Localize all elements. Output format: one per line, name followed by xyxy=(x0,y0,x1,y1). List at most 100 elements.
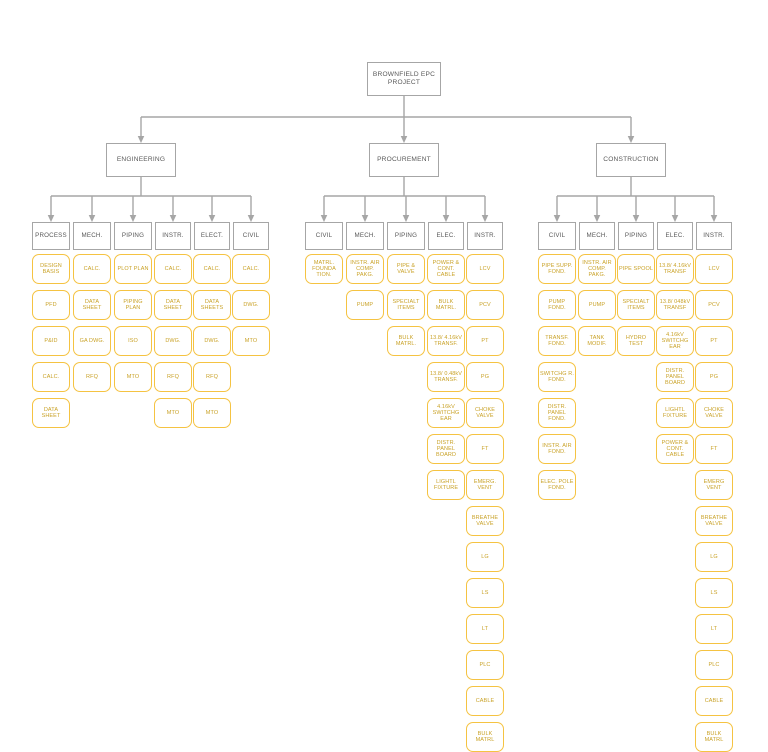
leaf-node-procurement-mech-pump[interactable]: PUMP xyxy=(346,290,384,320)
leaf-node-procurement-instr-lcv[interactable]: LCV xyxy=(466,254,504,284)
discipline-node-procurement-mech[interactable]: MECH. xyxy=(346,222,384,250)
leaf-node-construction-instr-cable[interactable]: CABLE xyxy=(695,686,733,716)
leaf-node-engineering-elect-rfq[interactable]: RFQ xyxy=(193,362,231,392)
leaf-node-procurement-instr-choke-valve[interactable]: CHOKE VALVE xyxy=(466,398,504,428)
leaf-node-procurement-piping-specialt-items[interactable]: SPECIALT ITEMS xyxy=(387,290,425,320)
leaf-node-engineering-elect-mto[interactable]: MTO xyxy=(193,398,231,428)
leaf-node-engineering-process-data-sheet[interactable]: DATA SHEET xyxy=(32,398,70,428)
leaf-node-engineering-piping-iso[interactable]: ISO xyxy=(114,326,152,356)
leaf-node-construction-instr-lg[interactable]: LG xyxy=(695,542,733,572)
leaf-node-construction-civil-pipe-supp-fond[interactable]: PIPE SUPP. FOND. xyxy=(538,254,576,284)
leaf-node-construction-civil-elec-pole-fond[interactable]: ELEC. POLE FOND. xyxy=(538,470,576,500)
leaf-node-procurement-elec-4-16kv-switchg-ear[interactable]: 4.16kV SWITCHG EAR xyxy=(427,398,465,428)
leaf-node-construction-civil-instr-air-fond[interactable]: INSTR. AIR FOND. xyxy=(538,434,576,464)
leaf-node-construction-mech-pump[interactable]: PUMP xyxy=(578,290,616,320)
branch-node-construction[interactable]: CONSTRUCTION xyxy=(596,143,666,177)
leaf-node-construction-elec-distr-panel-board[interactable]: DISTR. PANEL BOARD xyxy=(656,362,694,392)
leaf-node-procurement-instr-lg[interactable]: LG xyxy=(466,542,504,572)
leaf-node-engineering-process-p-id[interactable]: P&ID xyxy=(32,326,70,356)
leaf-node-procurement-instr-plc[interactable]: PLC xyxy=(466,650,504,680)
discipline-node-procurement-piping[interactable]: PIPING xyxy=(387,222,425,250)
discipline-node-construction-mech[interactable]: MECH. xyxy=(579,222,615,250)
discipline-node-procurement-elec[interactable]: ELEC. xyxy=(428,222,464,250)
leaf-node-engineering-piping-plot-plan[interactable]: PLOT PLAN xyxy=(114,254,152,284)
leaf-node-construction-piping-pipe-spool[interactable]: PIPE SPOOL xyxy=(617,254,655,284)
leaf-node-construction-instr-breathe-valve[interactable]: BREATHE VALVE xyxy=(695,506,733,536)
leaf-node-procurement-piping-pipe-valve[interactable]: PIPE & VALVE xyxy=(387,254,425,284)
leaf-node-engineering-instr-rfq[interactable]: RFQ xyxy=(154,362,192,392)
leaf-node-engineering-instr-dwg[interactable]: DWG. xyxy=(154,326,192,356)
leaf-node-engineering-instr-calc[interactable]: CALC. xyxy=(154,254,192,284)
leaf-node-engineering-process-calc[interactable]: CALC. xyxy=(32,362,70,392)
leaf-node-procurement-elec-bulk-matrl[interactable]: BULK MATRL. xyxy=(427,290,465,320)
discipline-node-construction-piping[interactable]: PIPING xyxy=(618,222,654,250)
leaf-node-procurement-instr-pcv[interactable]: PCV xyxy=(466,290,504,320)
leaf-node-construction-civil-pump-fond[interactable]: PUMP FOND. xyxy=(538,290,576,320)
leaf-node-procurement-instr-emerg-vent[interactable]: EMERG. VENT xyxy=(466,470,504,500)
leaf-node-construction-instr-ft[interactable]: FT xyxy=(695,434,733,464)
leaf-node-procurement-mech-instr-air-comp-pakg[interactable]: INSTR. AIR COMP. PAKG. xyxy=(346,254,384,284)
leaf-node-engineering-civil-calc[interactable]: CALC. xyxy=(232,254,270,284)
discipline-node-engineering-piping[interactable]: PIPING xyxy=(114,222,152,250)
leaf-node-construction-instr-plc[interactable]: PLC xyxy=(695,650,733,680)
discipline-node-engineering-instr[interactable]: INSTR. xyxy=(155,222,191,250)
leaf-node-procurement-instr-ft[interactable]: FT xyxy=(466,434,504,464)
discipline-node-procurement-instr[interactable]: INSTR. xyxy=(467,222,503,250)
leaf-node-engineering-instr-mto[interactable]: MTO xyxy=(154,398,192,428)
leaf-node-engineering-process-design-basis[interactable]: DESIGN BASIS xyxy=(32,254,70,284)
leaf-node-construction-elec-13-8-048kv-transf[interactable]: 13.8/ 048kV TRANSF xyxy=(656,290,694,320)
leaf-node-procurement-elec-13-8-0-48kv-transf[interactable]: 13.8/ 0.48kV TRANSF. xyxy=(427,362,465,392)
leaf-node-procurement-instr-lt[interactable]: LT xyxy=(466,614,504,644)
root-node[interactable]: BROWNFIELD EPC PROJECT xyxy=(367,62,441,96)
discipline-node-construction-elec[interactable]: ELEC. xyxy=(657,222,693,250)
leaf-node-construction-instr-ls[interactable]: LS xyxy=(695,578,733,608)
discipline-node-engineering-civil[interactable]: CIVIL xyxy=(233,222,269,250)
discipline-node-engineering-elect[interactable]: ELECT. xyxy=(194,222,230,250)
leaf-node-construction-piping-hydro-test[interactable]: HYDRO TEST xyxy=(617,326,655,356)
leaf-node-construction-civil-distr-panel-fond[interactable]: DISTR. PANEL FOND. xyxy=(538,398,576,428)
leaf-node-engineering-mech-data-sheet[interactable]: DATA SHEET xyxy=(73,290,111,320)
leaf-node-procurement-instr-breathe-valve[interactable]: BREATHE VALVE xyxy=(466,506,504,536)
discipline-node-construction-instr[interactable]: INSTR. xyxy=(696,222,732,250)
leaf-node-construction-elec-power-cont-cable[interactable]: POWER & CONT. CABLE xyxy=(656,434,694,464)
leaf-node-engineering-civil-dwg[interactable]: DWG. xyxy=(232,290,270,320)
discipline-node-engineering-process[interactable]: PROCESS xyxy=(32,222,70,250)
leaf-node-construction-piping-specialt-items[interactable]: SPECIALT ITEMS xyxy=(617,290,655,320)
leaf-node-construction-instr-pg[interactable]: PG xyxy=(695,362,733,392)
leaf-node-construction-instr-lt[interactable]: LT xyxy=(695,614,733,644)
leaf-node-procurement-instr-ls[interactable]: LS xyxy=(466,578,504,608)
leaf-node-construction-instr-pt[interactable]: PT xyxy=(695,326,733,356)
leaf-node-engineering-mech-rfq[interactable]: RFQ xyxy=(73,362,111,392)
leaf-node-construction-elec-lightl-fixture[interactable]: LIGHTL FIXTURE xyxy=(656,398,694,428)
discipline-node-engineering-mech[interactable]: MECH. xyxy=(73,222,111,250)
leaf-node-engineering-mech-calc[interactable]: CALC. xyxy=(73,254,111,284)
leaf-node-construction-elec-13-8-4-16kv-transf[interactable]: 13.8/ 4.16kV TRANSF xyxy=(656,254,694,284)
leaf-node-construction-instr-lcv[interactable]: LCV xyxy=(695,254,733,284)
discipline-node-construction-civil[interactable]: CIVIL xyxy=(538,222,576,250)
leaf-node-engineering-elect-data-sheets[interactable]: DATA SHEETS xyxy=(193,290,231,320)
leaf-node-procurement-civil-matrl-founda-tion[interactable]: MATRL. FOUNDA TION. xyxy=(305,254,343,284)
leaf-node-construction-civil-switchg-r-fond[interactable]: SWITCHG R. FOND. xyxy=(538,362,576,392)
leaf-node-engineering-piping-mto[interactable]: MTO xyxy=(114,362,152,392)
leaf-node-construction-instr-emerg-vent[interactable]: EMERG VENT xyxy=(695,470,733,500)
leaf-node-construction-instr-pcv[interactable]: PCV xyxy=(695,290,733,320)
leaf-node-engineering-elect-calc[interactable]: CALC. xyxy=(193,254,231,284)
leaf-node-procurement-elec-13-8-4-16kv-transf[interactable]: 13.8/ 4.16kV TRANSF. xyxy=(427,326,465,356)
leaf-node-construction-mech-tank-modif[interactable]: TANK MODIF. xyxy=(578,326,616,356)
leaf-node-engineering-process-pfd[interactable]: PFD xyxy=(32,290,70,320)
leaf-node-procurement-elec-lightl-fixture[interactable]: LIGHTL FIXTURE xyxy=(427,470,465,500)
branch-node-procurement[interactable]: PROCUREMENT xyxy=(369,143,439,177)
leaf-node-procurement-piping-bulk-matrl[interactable]: BULK MATRL. xyxy=(387,326,425,356)
leaf-node-construction-elec-4-16kv-switchg-ear[interactable]: 4.16kV SWITCHG EAR xyxy=(656,326,694,356)
leaf-node-engineering-piping-piping-plan[interactable]: PIPING PLAN xyxy=(114,290,152,320)
leaf-node-procurement-instr-pt[interactable]: PT xyxy=(466,326,504,356)
leaf-node-construction-instr-choke-valve[interactable]: CHOKE VALVE xyxy=(695,398,733,428)
discipline-node-procurement-civil[interactable]: CIVIL xyxy=(305,222,343,250)
leaf-node-procurement-instr-cable[interactable]: CABLE xyxy=(466,686,504,716)
leaf-node-engineering-civil-mto[interactable]: MTO xyxy=(232,326,270,356)
leaf-node-construction-civil-transf-fond[interactable]: TRANSF. FOND. xyxy=(538,326,576,356)
leaf-node-engineering-instr-data-sheet[interactable]: DATA SHEET xyxy=(154,290,192,320)
leaf-node-procurement-elec-power-cont-cable[interactable]: POWER & CONT. CABLE xyxy=(427,254,465,284)
branch-node-engineering[interactable]: ENGINEERING xyxy=(106,143,176,177)
leaf-node-engineering-mech-ga-dwg[interactable]: GA DWG. xyxy=(73,326,111,356)
